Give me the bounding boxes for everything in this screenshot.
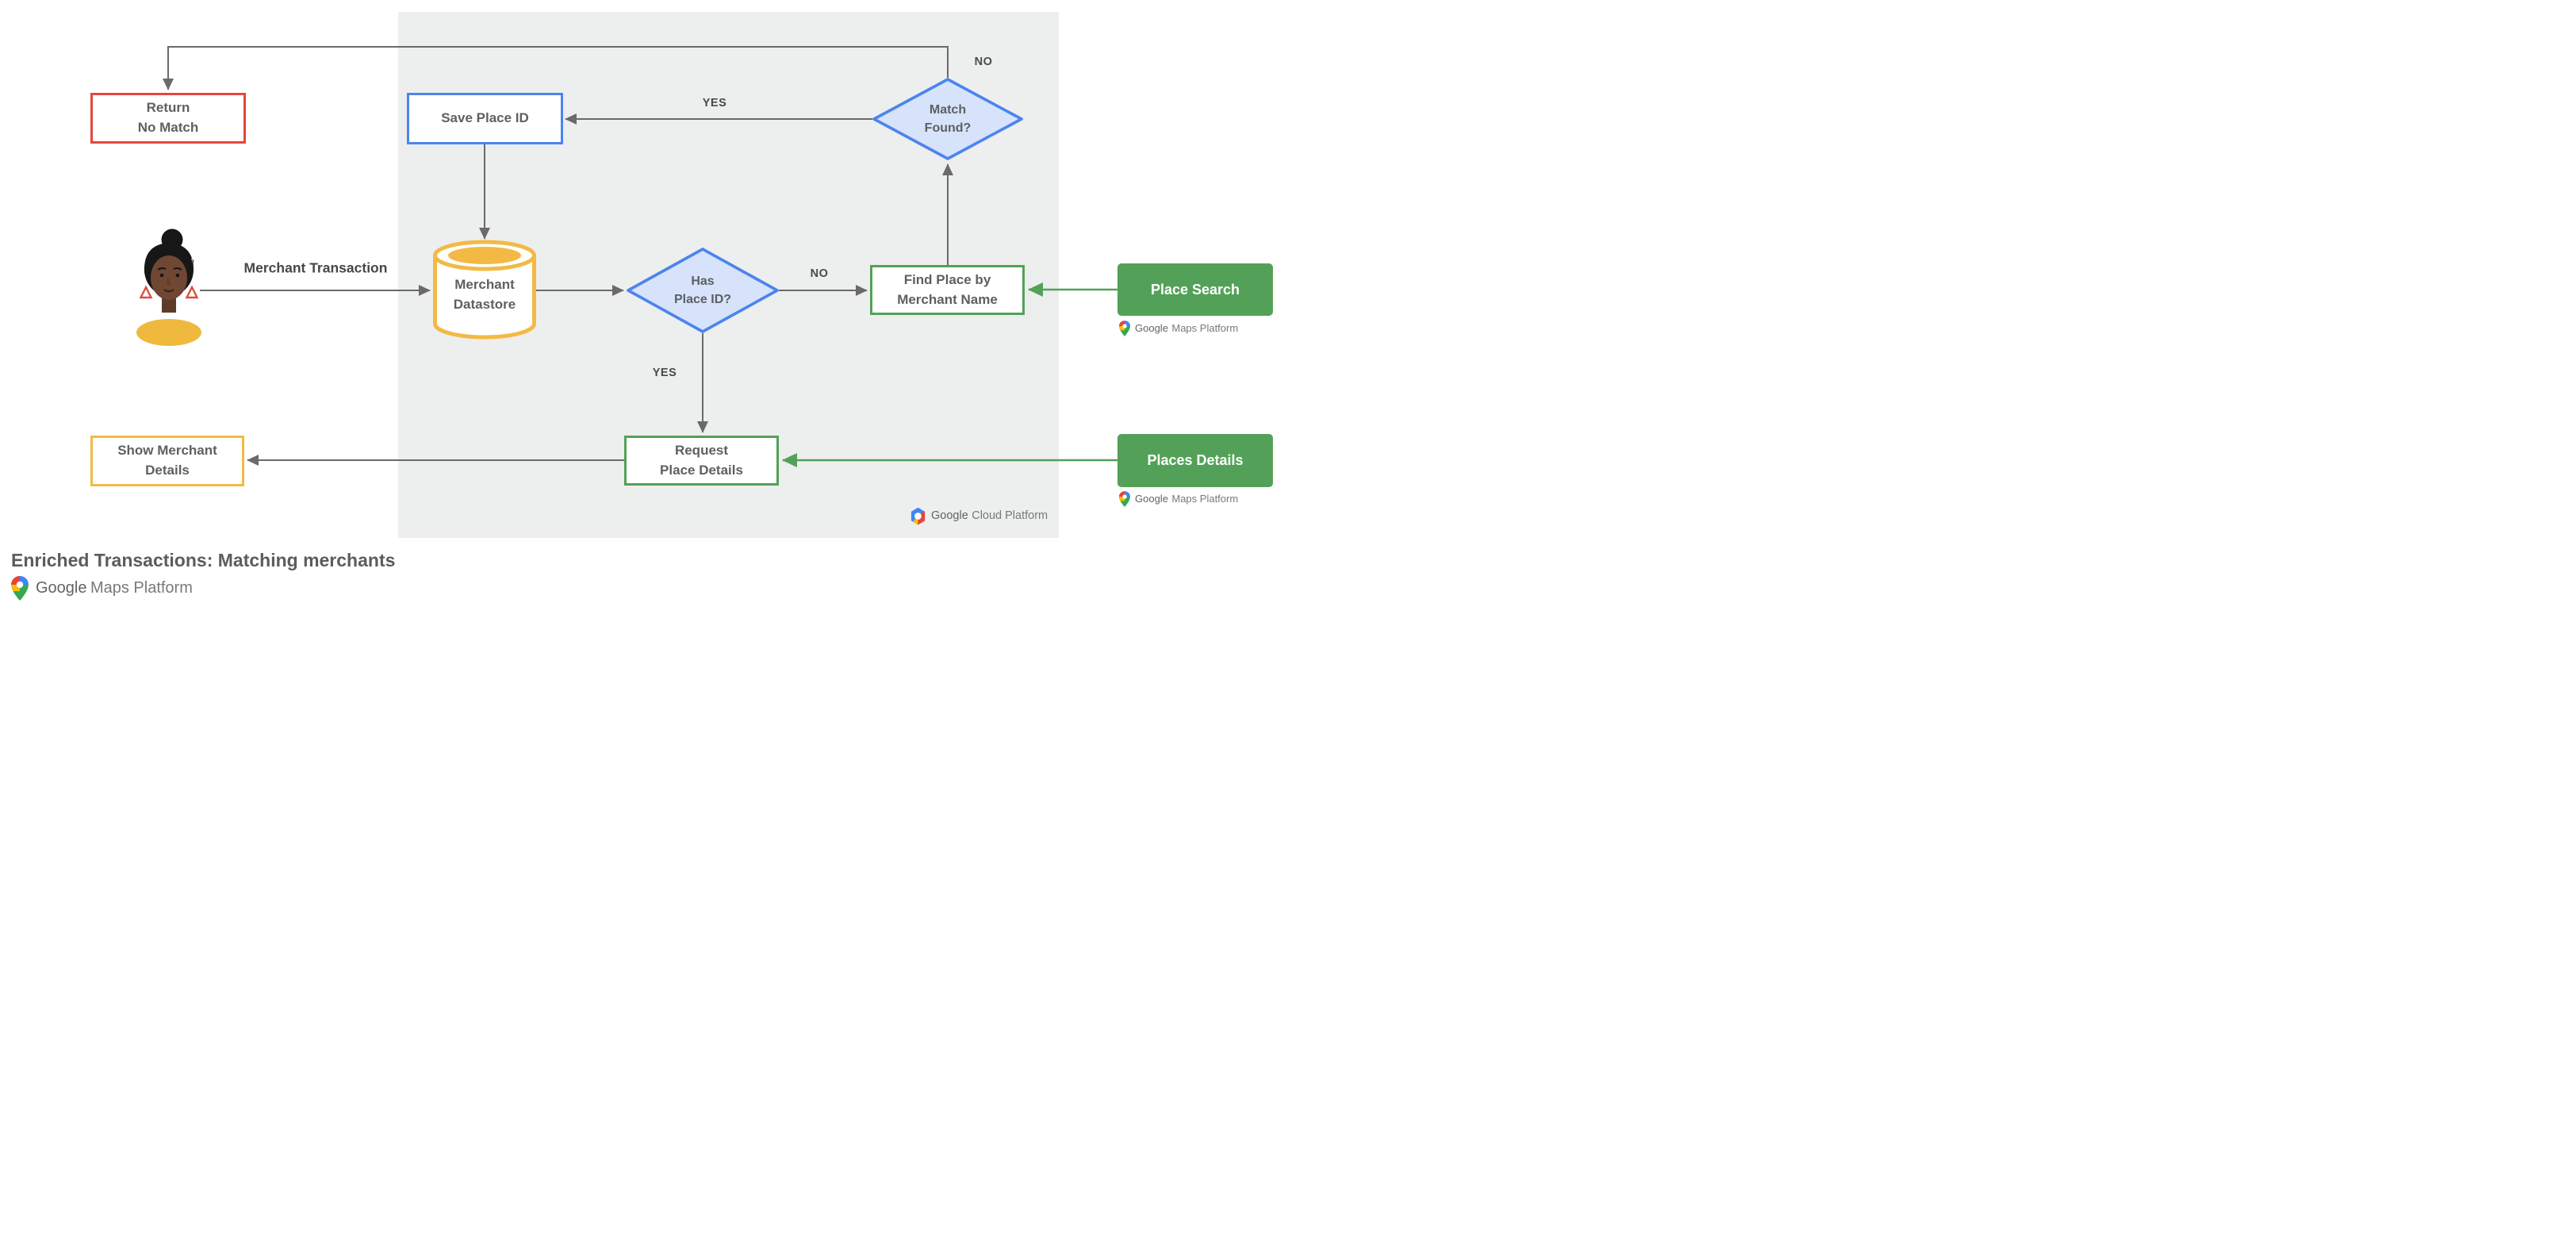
- gmp-logo-rest: Maps Platform: [1171, 322, 1239, 334]
- edge-label-match-found-no: NO: [974, 56, 993, 68]
- maps-pin-icon: [1119, 491, 1130, 507]
- diagram-title: Enriched Transactions: Matching merchant…: [11, 550, 396, 570]
- node-match-found-label: Match Found?: [924, 102, 972, 135]
- gmp-logo-rest: Maps Platform: [1171, 493, 1239, 505]
- gcp-logo-rest: Cloud Platform: [972, 509, 1048, 522]
- node-find-place-by-merchant-name: Find Place by Merchant Name: [870, 265, 1025, 315]
- gmp-logo-places-details: Google Maps Platform: [1119, 490, 1238, 509]
- node-save-place-id: Save Place ID: [407, 93, 563, 144]
- gmp-logo-place-search: Google Maps Platform: [1119, 319, 1238, 338]
- place-search-api-node: Place Search: [1117, 263, 1273, 316]
- maps-pin-icon: [1119, 321, 1130, 336]
- edge-label-has-place-id-no: NO: [810, 267, 829, 280]
- edge-label-has-place-id-yes: YES: [652, 367, 677, 379]
- merchant-transaction-label: Merchant Transaction: [243, 259, 388, 276]
- gmp-logo-google: Google: [36, 578, 87, 597]
- gmp-logo-google: Google: [1135, 493, 1168, 505]
- maps-pin-icon: [11, 575, 29, 601]
- node-request-place-details: Request Place Details: [624, 436, 779, 486]
- gcp-hexagon-icon: [910, 507, 926, 524]
- gmp-logo-google: Google: [1135, 322, 1168, 334]
- gcp-logo-google: Google: [931, 509, 968, 522]
- node-merchant-datastore-label: Merchant Datastore: [453, 276, 516, 313]
- places-details-api-node: Places Details: [1117, 434, 1273, 487]
- gmp-logo-footer: Google Maps Platform: [11, 574, 193, 601]
- gmp-logo-rest: Maps Platform: [90, 578, 193, 597]
- person-icon: [136, 229, 201, 346]
- diagram-canvas: Return No Match Save Place ID Match Foun…: [0, 0, 1288, 626]
- node-return-no-match: Return No Match: [90, 93, 246, 144]
- gcp-logo: Google Cloud Platform: [910, 506, 1048, 525]
- node-has-place-id-label: Has Place ID?: [673, 274, 732, 306]
- edge-label-match-found-yes: YES: [702, 97, 727, 109]
- node-show-merchant-details: Show Merchant Details: [90, 436, 244, 486]
